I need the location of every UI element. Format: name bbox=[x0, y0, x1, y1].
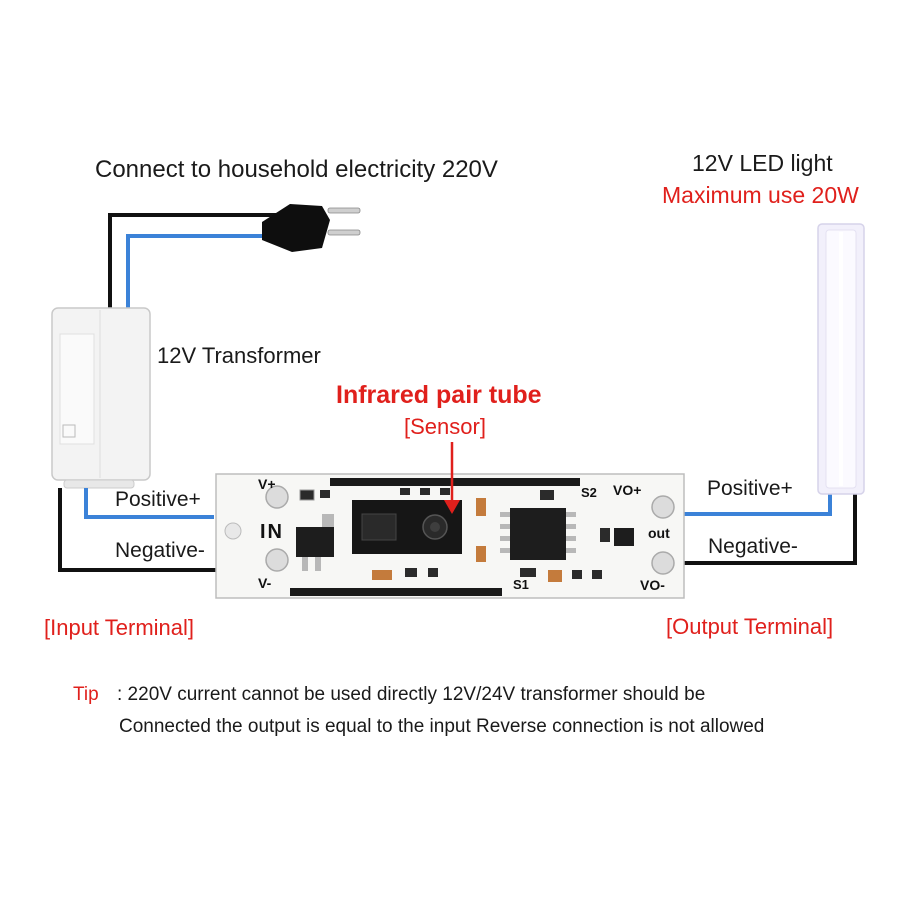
board-label-s2: S2 bbox=[581, 485, 597, 500]
tip-prefix: Tip bbox=[73, 684, 99, 705]
pad-label-v-minus: V- bbox=[258, 575, 272, 591]
positive-in-label: Positive+ bbox=[115, 488, 201, 511]
pad-label-vo-minus: VO- bbox=[640, 577, 665, 593]
positive-out-label: Positive+ bbox=[707, 477, 793, 500]
output-terminal-label: [Output Terminal] bbox=[666, 614, 834, 639]
led-light-label: 12V LED light bbox=[692, 150, 833, 176]
infrared-label: Infrared pair tube bbox=[336, 381, 542, 409]
output-negative-wire bbox=[684, 490, 857, 565]
input-terminal-label: [Input Terminal] bbox=[44, 615, 195, 640]
led-light-tube bbox=[817, 223, 865, 495]
sensor-pointer-arrowhead bbox=[444, 500, 460, 514]
max-use-label: Maximum use 20W bbox=[662, 182, 859, 208]
power-plug bbox=[262, 204, 361, 252]
input-negative-wire bbox=[58, 488, 218, 572]
transformer-label: 12V Transformer bbox=[157, 343, 321, 368]
negative-in-label: Negative- bbox=[115, 539, 205, 562]
input-positive-wire bbox=[84, 488, 214, 519]
plug-black-wire bbox=[108, 213, 290, 313]
sensor-label: [Sensor] bbox=[404, 414, 486, 439]
sensor-board: V+ IN V- VO+ out VO- S1 S2 bbox=[215, 473, 685, 599]
connect-label: Connect to household electricity 220V bbox=[95, 156, 498, 183]
tip-line-2: Connected the output is equal to the inp… bbox=[119, 716, 765, 737]
pad-label-vo-plus: VO+ bbox=[613, 482, 641, 498]
pad-label-v-plus: V+ bbox=[258, 476, 276, 492]
board-label-out: out bbox=[648, 525, 670, 541]
output-positive-wire bbox=[684, 492, 832, 516]
negative-out-label: Negative- bbox=[708, 535, 798, 558]
board-label-in: IN bbox=[260, 521, 284, 543]
transformer-box bbox=[51, 307, 151, 489]
plug-blue-wire bbox=[126, 234, 290, 313]
board-label-s1: S1 bbox=[513, 577, 529, 592]
tip-line-1: : 220V current cannot be used directly 1… bbox=[117, 684, 706, 705]
